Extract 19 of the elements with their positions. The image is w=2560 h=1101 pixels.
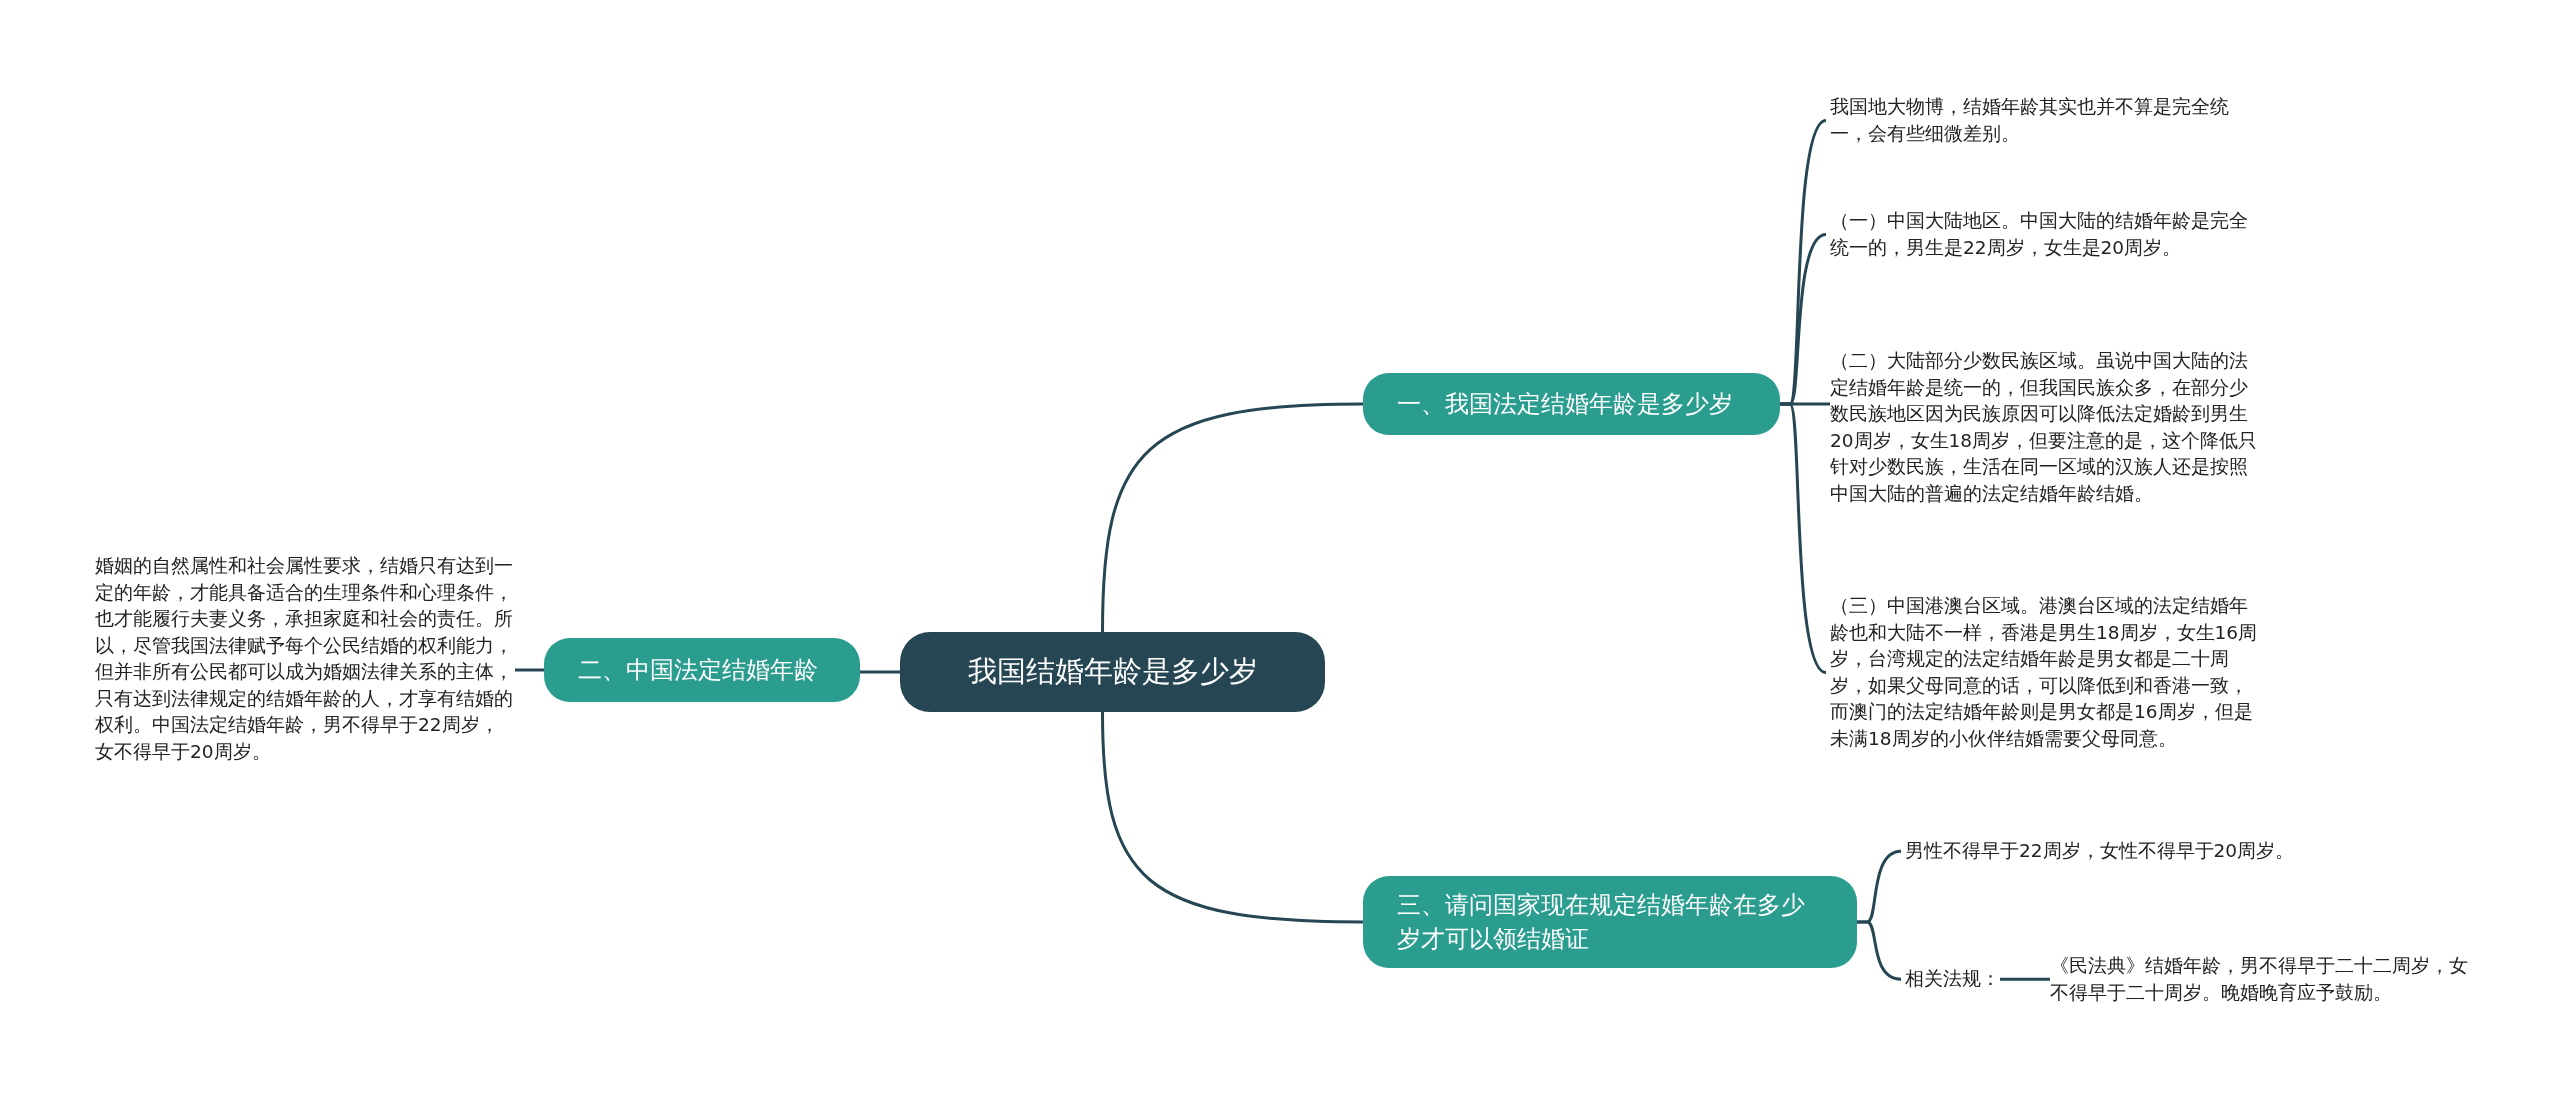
note-text: 我国地大物博，结婚年龄其实也并不算是完全统一，会有些细微差别。: [1830, 94, 2260, 147]
note-text: 婚姻的自然属性和社会属性要求，结婚只有达到一定的年龄，才能具备适合的生理条件和心理条件，也才能履行夫妻义务，承担家庭和社会的责任。所以，尽管我国法律赋予每个公民结婚的权利能力，但并非所有公民都可以成为婚姻法律关系的主体，只有达到法律规定的结婚年龄的人，才享有结婚的权利。中国法定结婚年龄，男不得早于22周岁，女不得早于20周岁。: [95, 553, 515, 765]
note-text: 男性不得早于22周岁，女性不得早于20周岁。: [1905, 838, 2305, 865]
topic-box: 二、中国法定结婚年龄: [544, 638, 860, 702]
connector-line: [860, 670, 900, 674]
note-text: （二）大陆部分少数民族区域。虽说中国大陆的法定结婚年龄是统一的，但我国民族众多，在部分少数民族地区因为民族原因可以降低法定婚龄到男生20周岁，女生18周岁，但要注意的是，这个降低只针对少数民族，生活在同一区域的汉族人还是按照中国大陆的普遍的法定结婚年龄结婚。: [1830, 348, 2260, 507]
connector-line: [1101, 402, 1364, 633]
central-topic: 我国结婚年龄是多少岁: [900, 632, 1325, 712]
connector-line: [1101, 711, 1364, 924]
note-text: 《民法典》结婚年龄，男不得早于二十二周岁，女不得早于二十周岁。晚婚晚育应予鼓励。: [2050, 953, 2475, 1006]
note-text: 相关法规：: [1905, 966, 2000, 993]
note-text: （三）中国港澳台区域。港澳台区域的法定结婚年龄也和大陆不一样，香港是男生18周岁，女生16周岁，台湾规定的法定结婚年龄是男女都是二十周岁，如果父母同意的话，可以降低到和香港一致，而澳门的法定结婚年龄则是男女都是16周岁，但是未满18周岁的小伙伴结婚需要父母同意。: [1830, 593, 2260, 752]
topic-box: 三、请问国家现在规定结婚年龄在多少岁才可以领结婚证: [1363, 876, 1857, 968]
connector-line: [1780, 402, 1827, 674]
connector-line: [1857, 920, 1902, 981]
note-text: （一）中国大陆地区。中国大陆的结婚年龄是完全统一的，男生是22周岁，女生是20周岁。: [1830, 208, 2260, 261]
connector-line: [515, 668, 544, 672]
connector-line: [2000, 977, 2050, 981]
topic-box: 一、我国法定结婚年龄是多少岁: [1363, 373, 1780, 435]
